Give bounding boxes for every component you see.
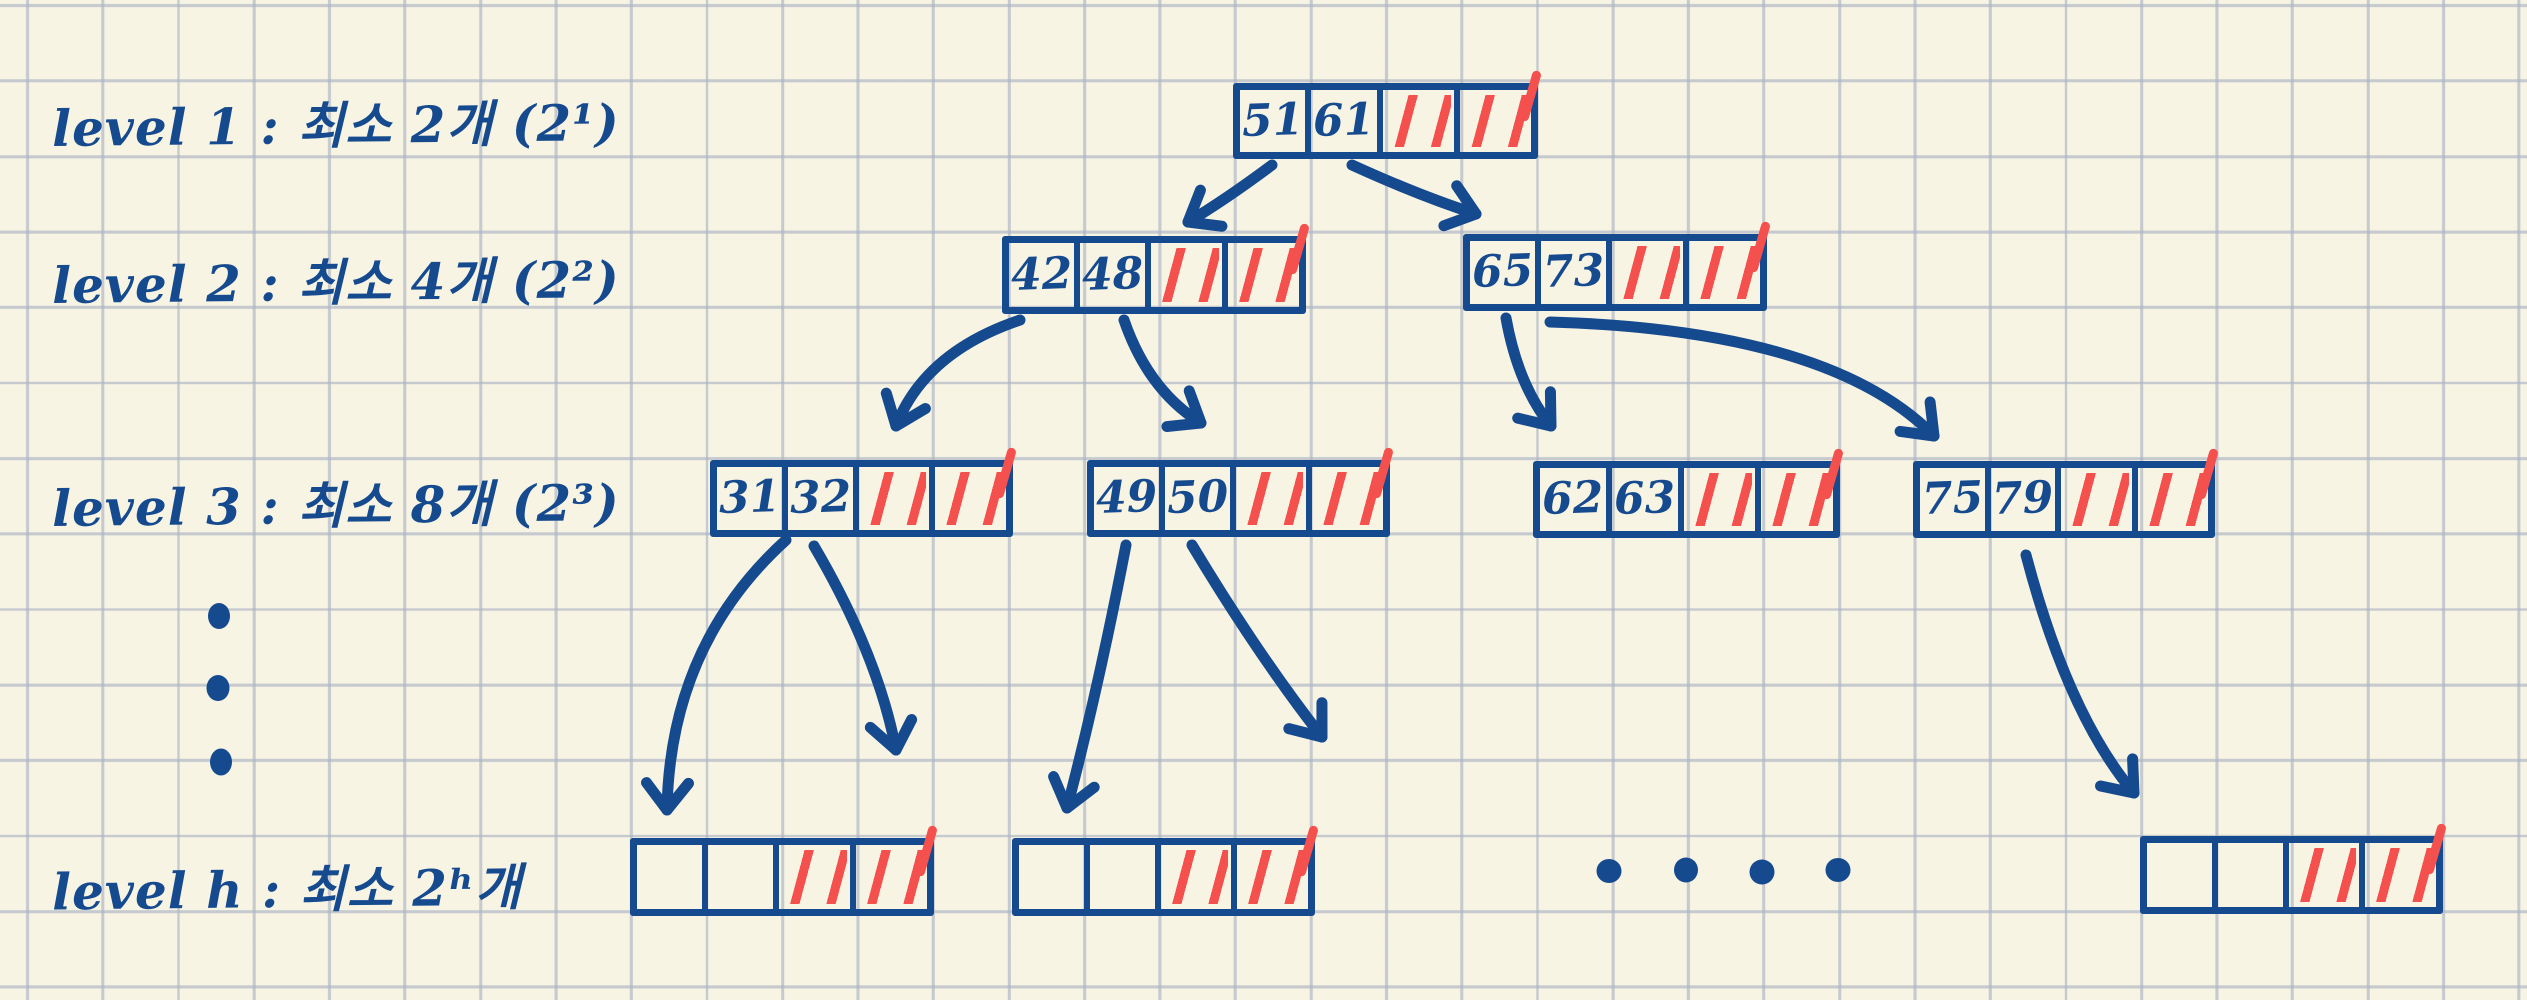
- key-value: 62: [1541, 471, 1605, 526]
- key-cell: 31: [717, 467, 782, 530]
- empty-slot-hatched: [1376, 90, 1454, 152]
- key-cell: 42: [1009, 243, 1074, 307]
- key-cell: 73: [1535, 241, 1606, 304]
- key-cell: [1019, 845, 1084, 909]
- empty-slot-hatched: [2131, 468, 2209, 531]
- key-value: 31: [717, 470, 781, 525]
- btree-node-leaf-empty-1: [630, 824, 938, 916]
- ellipsis-dot: [1596, 859, 1622, 883]
- key-cell: 49: [1094, 467, 1159, 530]
- empty-slot-hatched: [2055, 468, 2132, 531]
- btree-node-leaf-empty-3: [2140, 822, 2447, 914]
- empty-slot-hatched: [773, 845, 850, 909]
- ellipsis-dot: [1674, 857, 1698, 883]
- arrow-48-to-49-50: [1118, 314, 1207, 433]
- key-cell: 51: [1240, 90, 1305, 152]
- empty-slot-hatched: [1229, 467, 1307, 530]
- ellipsis-dot: [210, 748, 232, 776]
- empty-slot-hatched: [1453, 90, 1531, 152]
- empty-slot-hatched: [929, 467, 1006, 530]
- empty-slot-hatched: [1683, 241, 1760, 304]
- btree-node-62-63: 62 63: [1533, 447, 1844, 538]
- key-cell: 48: [1074, 243, 1145, 307]
- empty-slot-hatched: [2282, 843, 2360, 907]
- key-value: 32: [788, 470, 852, 525]
- key-cell: 75: [1920, 468, 1985, 531]
- btree-node-root: 51 61: [1233, 69, 1542, 159]
- btree-node-75-79: 75 79: [1913, 447, 2219, 538]
- key-cell: [702, 845, 773, 909]
- empty-slot-hatched: [1222, 243, 1299, 307]
- key-value: 42: [1009, 247, 1073, 301]
- ellipsis-dot: [206, 675, 230, 701]
- key-value: 50: [1165, 470, 1229, 525]
- arrow-49-to-leaf-2: [1048, 539, 1132, 814]
- ellipsis-dot: [208, 603, 230, 629]
- key-value: 51: [1241, 93, 1305, 147]
- key-cell: 62: [1540, 468, 1606, 531]
- empty-slot-hatched: [1755, 468, 1833, 531]
- empty-slot-hatched: [1306, 467, 1383, 530]
- key-cell: [2211, 843, 2283, 907]
- arrow-79-to-leaf-3: [2020, 549, 2140, 799]
- arrow-73-to-75-79: [1544, 316, 1940, 442]
- level-2-label: level 2 : 최소 4개 (2²): [51, 250, 621, 315]
- arrow-root-to-left-child: [1182, 159, 1278, 232]
- arrow-42-to-31-32: [880, 314, 1026, 432]
- key-value: 63: [1613, 471, 1677, 526]
- empty-slot-hatched: [852, 467, 930, 530]
- key-cell: 32: [781, 467, 853, 530]
- empty-slot-hatched: [1154, 845, 1232, 909]
- btree-node-49-50: 49 50: [1087, 446, 1394, 537]
- arrow-root-to-right-child: [1346, 159, 1482, 232]
- arrow-50-to-implied-leaf: [1186, 539, 1328, 743]
- ellipsis-dot: [1825, 858, 1851, 882]
- btree-node-65-73: 65 73: [1463, 220, 1771, 311]
- key-cell: 50: [1158, 467, 1230, 530]
- arrow-32-to-implied-leaf: [808, 540, 918, 756]
- empty-slot-hatched: [2359, 843, 2436, 907]
- empty-slot-hatched: [1145, 243, 1222, 307]
- ellipsis-dot: [1749, 859, 1775, 885]
- key-cell: 63: [1605, 468, 1678, 531]
- key-cell: [637, 845, 702, 909]
- key-value: 75: [1920, 471, 1984, 526]
- horizontal-ellipsis-dots: [1596, 857, 1851, 885]
- empty-slot-hatched: [1677, 468, 1756, 531]
- empty-slot-hatched: [1606, 241, 1683, 304]
- key-value: 73: [1541, 244, 1605, 299]
- key-value: 79: [1991, 471, 2055, 526]
- key-cell: 79: [1984, 468, 2056, 531]
- btree-node-leaf-empty-2: [1012, 824, 1319, 916]
- level-3-label: level 3 : 최소 8개 (2³): [51, 473, 621, 538]
- level-h-label: level h : 최소 2ʰ개: [51, 857, 523, 922]
- key-cell: [2147, 843, 2212, 907]
- key-cell: 65: [1470, 241, 1535, 304]
- vertical-ellipsis-dots: [206, 603, 232, 776]
- arrow-31-to-leaf-1: [641, 534, 792, 816]
- empty-slot-hatched: [1231, 845, 1308, 909]
- key-cell: [1083, 845, 1155, 909]
- btree-node-42-48: 42 48: [1002, 222, 1310, 314]
- empty-slot-hatched: [850, 845, 927, 909]
- key-value: 65: [1470, 244, 1534, 299]
- level-1-label: level 1 : 최소 2개 (2¹): [51, 93, 621, 158]
- arrow-65-to-62-63: [1500, 312, 1557, 432]
- key-value: 49: [1094, 470, 1158, 525]
- btree-node-31-32: 31 32: [710, 446, 1017, 537]
- key-value: 61: [1312, 93, 1376, 147]
- key-cell: 61: [1305, 90, 1376, 152]
- key-value: 48: [1080, 247, 1144, 301]
